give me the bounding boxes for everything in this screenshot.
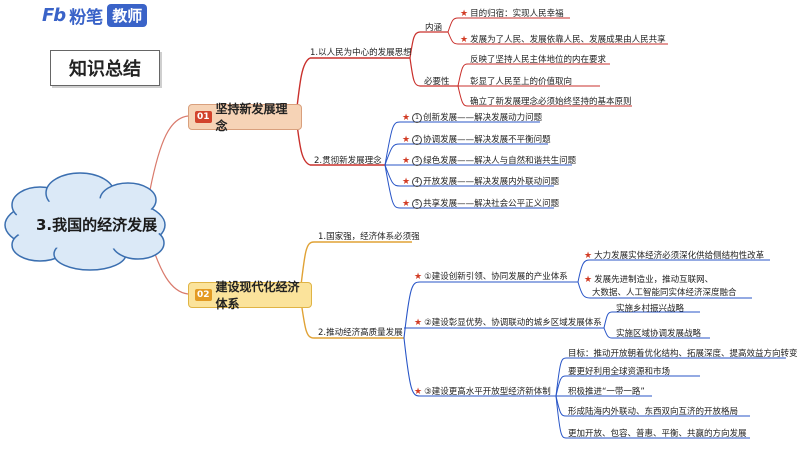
- root-cloud-shape: [4, 172, 166, 271]
- logo-mark: Fb: [42, 4, 66, 26]
- branch-1-label: 坚持新发展理念: [215, 102, 288, 133]
- branch-2-number: 02: [195, 289, 212, 301]
- g2-item-2: 实施区域协调发展战略: [616, 329, 702, 339]
- g3-item-4: 形成陆海内外联动、东西双向互济的开放格局: [568, 407, 739, 417]
- brand-logo: Fb 粉笔 教师: [42, 3, 148, 28]
- branch-2-node: 02 建设现代化经济体系: [188, 280, 312, 311]
- g3-item-2: 要更好利用全球资源和市场: [568, 367, 671, 377]
- b2-sub2-label: 2.推动经济高质量发展: [318, 328, 403, 338]
- neihan-item-2: ★发展为了人民、发展依靠人民、发展成果由人民共享: [460, 35, 666, 45]
- g1-item-1: ★大力发展实体经济必须深化供给侧结构性改革: [584, 251, 765, 261]
- g2-item-1: 实施乡村振兴战略: [616, 304, 685, 314]
- biyao-item-1: 反映了坚持人民主体地位的内在要求: [470, 55, 607, 65]
- root-topic: 3.我国的经济发展: [36, 216, 158, 234]
- neihan-item-1: ★目的归宿：实现人民幸福: [460, 9, 564, 19]
- biyao-item-2: 彰显了人民至上的价值取向: [470, 77, 573, 87]
- b1-biyao-label: 必要性: [424, 77, 450, 87]
- b2-group-2-label: ★②建设彰显优势、协调联动的城乡区域发展体系: [414, 318, 602, 328]
- b1-sub2-label: 2.贯彻新发展理念: [314, 156, 382, 166]
- biyao-item-3: 确立了新发展理念必须始终坚持的基本原则: [470, 97, 632, 107]
- b1-neihan-label: 内涵: [425, 23, 443, 33]
- logo-text: 粉笔: [69, 7, 104, 28]
- page-title: 知识总结: [50, 50, 160, 86]
- branch-1-node: 01 坚持新发展理念: [188, 102, 302, 133]
- star-icon: ★: [460, 35, 469, 45]
- g3-item-1: 目标：推动开放朝着优化结构、拓展深度、提高效益方向转变: [568, 349, 798, 359]
- branch-2-label: 建设现代化经济体系: [215, 280, 300, 311]
- b2-group-3-label: ★③建设更高水平开放型经济新体制: [414, 387, 551, 397]
- star-icon: ★: [460, 9, 469, 19]
- branch-1-number: 01: [195, 111, 212, 123]
- g3-item-5: 更加开放、包容、普惠、平衡、共赢的方向发展: [568, 429, 747, 439]
- g3-item-3: 积极推进“一带一路”: [568, 387, 645, 397]
- g1-item-3: 大数据、人工智能同实体经济深度融合: [592, 288, 737, 298]
- g1-item-2: ★发展先进制造业，推动互联网、: [584, 275, 714, 285]
- b2-sub1-label: 1.国家强，经济体系必须强: [318, 232, 420, 242]
- logo-badge: 教师: [107, 3, 148, 27]
- b1-sub1-label: 1.以人民为中心的发展思想: [310, 48, 412, 58]
- b2-group-1-label: ★①建设创新引领、协同发展的产业体系: [414, 272, 568, 282]
